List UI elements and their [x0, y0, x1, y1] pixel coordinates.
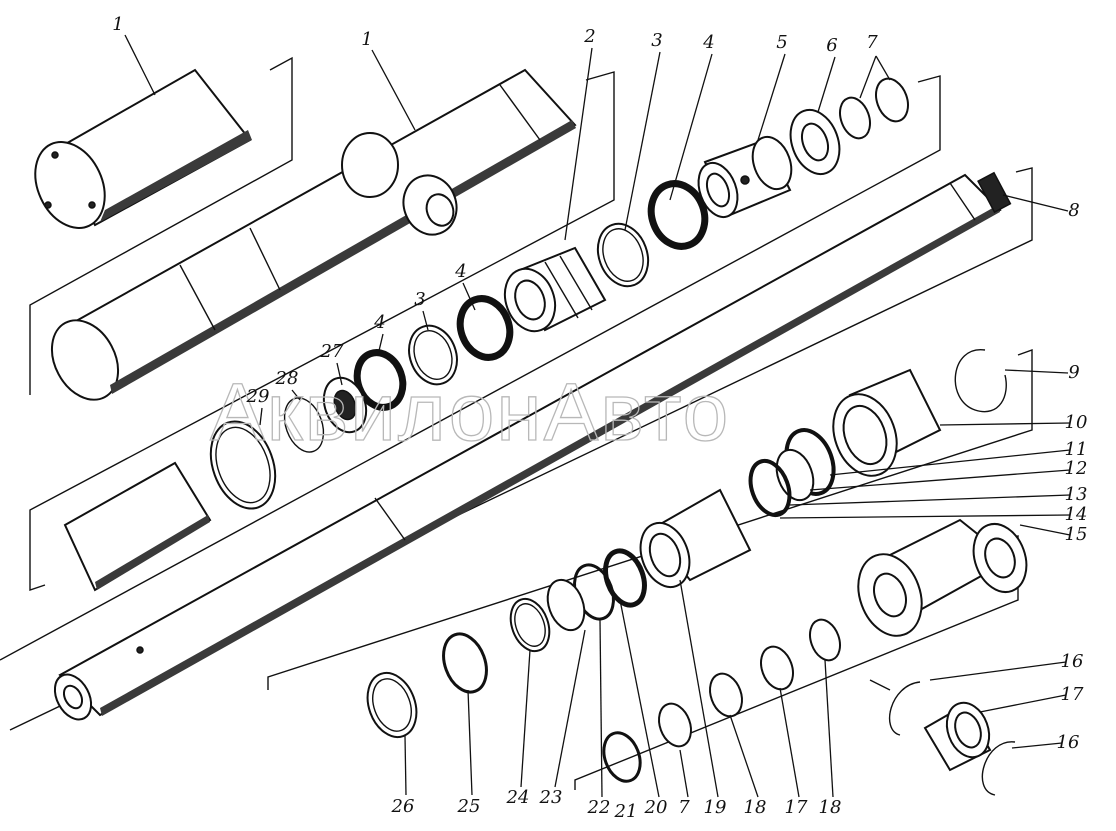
part-ring-18-b — [809, 618, 841, 662]
callout-c24: 24 — [506, 787, 530, 808]
part-cylinder-tube-long — [50, 68, 577, 401]
callout-c16b: 16 — [1057, 732, 1080, 753]
callout-c8: 8 — [1068, 200, 1079, 221]
callout-c23: 23 — [539, 787, 563, 808]
callout-c20: 20 — [644, 797, 668, 818]
callout-c27: 27 — [320, 341, 344, 362]
callout-c26: 26 — [391, 796, 415, 817]
part-bushing-5 — [697, 135, 793, 219]
part-ring-3-mid — [408, 324, 458, 386]
part-cylinder-tube-short — [34, 68, 252, 229]
callout-c16a: 16 — [1061, 651, 1084, 672]
callout-c1a: 1 — [112, 14, 123, 35]
part-circlip-16-bottom — [981, 741, 1016, 796]
callout-c3b: 3 — [414, 289, 425, 310]
part-seal-4-top — [647, 180, 709, 250]
callout-c28: 28 — [275, 368, 299, 389]
callout-c25: 25 — [457, 796, 481, 817]
callout-c13: 13 — [1065, 484, 1088, 505]
callout-c2: 2 — [583, 26, 595, 47]
callout-c17a: 17 — [1061, 684, 1084, 705]
part-ring-24 — [509, 597, 551, 653]
part-gland-10 — [832, 368, 942, 477]
callout-c18b: 18 — [819, 797, 842, 818]
bracket-piston-tube — [29, 71, 615, 591]
callout-c29: 29 — [246, 386, 270, 407]
callout-c9: 9 — [1068, 362, 1079, 383]
part-piston — [503, 246, 607, 333]
callout-c10: 10 — [1065, 412, 1088, 433]
part-ring-17-low — [760, 645, 794, 691]
part-ring-3-top — [596, 222, 650, 288]
callout-c4b: 4 — [454, 261, 466, 282]
part-snap-ring-9 — [954, 349, 1007, 413]
callout-c19: 19 — [704, 797, 727, 818]
callout-c11: 11 — [1065, 439, 1088, 460]
part-ring-23 — [546, 578, 586, 632]
part-seal-20 — [603, 548, 647, 608]
callout-c18a: 18 — [744, 797, 767, 818]
part-nut-27 — [322, 376, 368, 434]
callout-c14: 14 — [1065, 504, 1088, 525]
part-bushing-19 — [639, 488, 752, 588]
part-ring-7-top — [839, 77, 909, 140]
part-seal-4-low — [353, 349, 407, 411]
part-ring-25 — [442, 632, 488, 694]
part-ring-13 — [748, 458, 792, 518]
callout-c5: 5 — [776, 32, 787, 53]
bracket-eye — [869, 679, 891, 691]
part-nut-6 — [789, 109, 841, 175]
part-ring-29 — [209, 420, 277, 510]
part-bushing-17 — [923, 701, 992, 772]
bracket-tube — [29, 56, 293, 395]
callout-c7b: 7 — [678, 797, 690, 818]
callout-c17b: 17 — [785, 797, 808, 818]
callout-c6: 6 — [826, 35, 837, 56]
bracket-rod — [9, 167, 1033, 731]
part-ring-18-a — [709, 672, 743, 718]
part-seal-4-mid — [456, 295, 514, 361]
callout-c4a: 4 — [702, 32, 714, 53]
callout-c4c: 4 — [373, 312, 385, 333]
part-ring-12 — [775, 448, 815, 502]
part-piston-rod-8 — [53, 171, 1012, 721]
watermark-text: АквилонАвто — [210, 367, 730, 458]
callout-c7a: 7 — [866, 32, 878, 53]
callout-c21: 21 — [614, 801, 638, 822]
callout-c15: 15 — [1065, 524, 1088, 545]
part-circlip-16-top — [889, 681, 921, 736]
callout-c22: 22 — [587, 797, 611, 818]
part-ring-7-low — [658, 702, 692, 748]
callout-c12: 12 — [1065, 458, 1088, 479]
part-ring-21 — [602, 731, 642, 783]
part-clip-28 — [283, 397, 325, 453]
callout-c3a: 3 — [651, 30, 662, 51]
bracket-rod-seals — [267, 349, 1033, 690]
part-cylinder-barrel-lower — [63, 461, 212, 592]
part-ring-26 — [366, 672, 418, 738]
bracket-top-parts — [0, 75, 941, 661]
leader-lines — [124, 34, 1071, 798]
callout-c1b: 1 — [361, 29, 372, 50]
part-rod-eye-15 — [857, 518, 1028, 637]
